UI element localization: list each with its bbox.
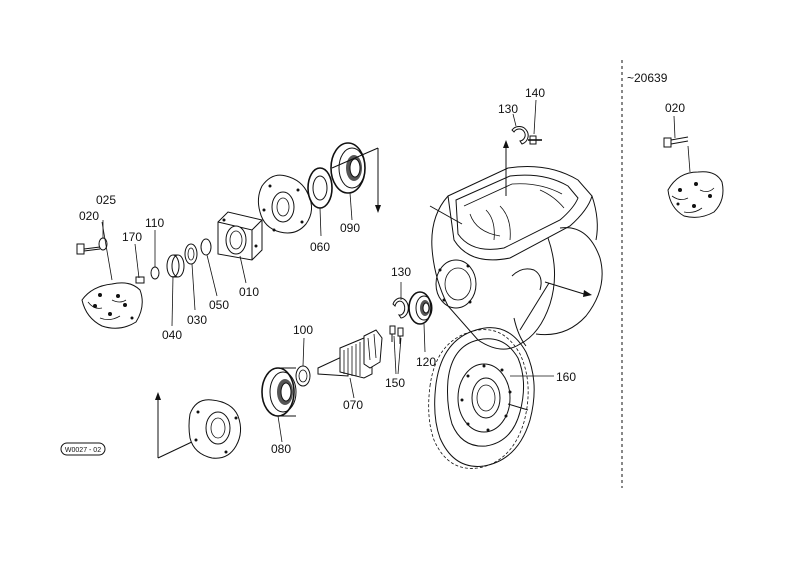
callout-025: 025 (96, 193, 116, 207)
bolt-140 (528, 99, 542, 145)
callout-160: 160 (556, 370, 576, 384)
shim-100 (295, 337, 311, 387)
callout-020-right: 020 (665, 101, 685, 115)
callout-080: 080 (271, 442, 291, 456)
callout-110: 110 (145, 216, 164, 230)
callout-040: 040 (162, 328, 182, 342)
pinion-shaft-070 (317, 329, 383, 399)
flange-top (257, 174, 312, 234)
assembly-arrow-bottom (155, 392, 197, 459)
bearing-120 (408, 291, 433, 353)
collar-110 (150, 266, 160, 280)
callout-010: 010 (239, 285, 259, 299)
seal-060 (307, 167, 333, 237)
pin-170 (135, 276, 145, 284)
ring-030 (184, 243, 198, 311)
washer-130-top (511, 113, 529, 145)
callout-050: 050 (209, 298, 229, 312)
callout-140: 140 (525, 86, 545, 100)
bolt-020-left (76, 243, 101, 255)
callout-120: 120 (416, 355, 436, 369)
callout-150: 150 (385, 376, 405, 390)
callout-100: 100 (293, 323, 313, 337)
callout-170: 170 (122, 230, 142, 244)
callout-060: 060 (310, 240, 330, 254)
stamp-label: W0027 - 02 (65, 447, 101, 454)
serial-note: ~20639 (627, 71, 668, 85)
assembly-arrow-case (503, 140, 509, 196)
bolt-020-right (663, 115, 691, 173)
callout-020-left: 020 (79, 209, 99, 223)
gear-case (429, 166, 603, 350)
bearing-090 (330, 142, 366, 221)
housing-stub-left (81, 282, 143, 329)
pins-150 (389, 325, 404, 375)
callout-070: 070 (343, 398, 363, 412)
needle-bearing-040 (166, 254, 185, 327)
washer-130-mid (392, 282, 409, 319)
housing-stub-right (667, 171, 724, 218)
ring-gear-160 (428, 327, 554, 469)
flange-bottom (188, 399, 242, 459)
stamp-box: W0027 - 02 (60, 442, 106, 456)
callout-090: 090 (340, 221, 360, 235)
callout-130-top: 130 (498, 102, 518, 116)
assembly-arrow-top (331, 147, 381, 213)
cover-010 (217, 211, 263, 284)
bearing-080 (261, 367, 297, 443)
callout-030: 030 (187, 313, 207, 327)
callout-130-mid: 130 (391, 265, 411, 279)
oring-050 (200, 238, 218, 297)
